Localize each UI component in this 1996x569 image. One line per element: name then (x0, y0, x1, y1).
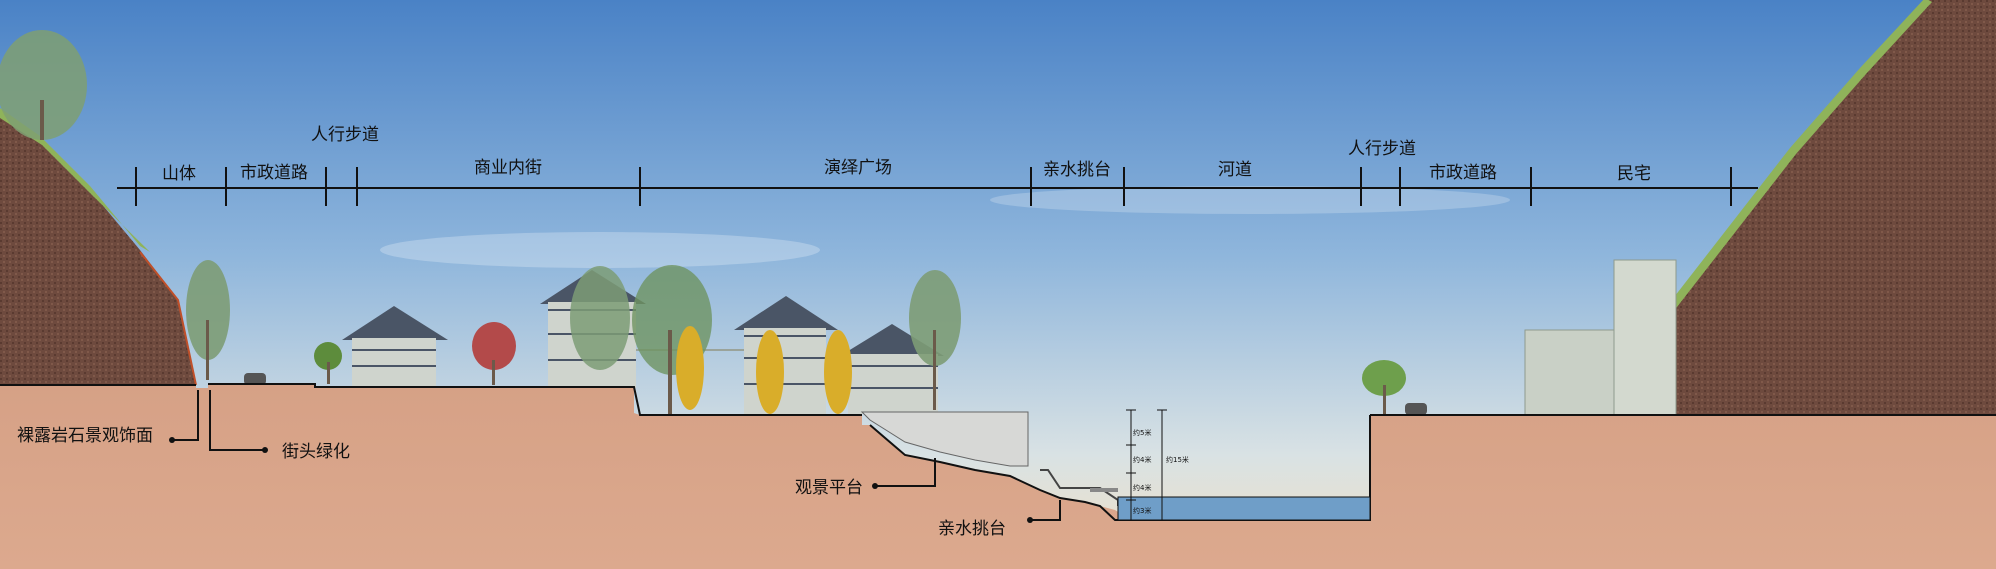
ground-edge (0, 383, 1996, 416)
rock-face-edge (139, 251, 197, 386)
depth-label: 约3米 (1133, 506, 1151, 515)
total-height-label: 约15米 (1166, 455, 1189, 464)
zone-bar: 山体 市政道路 人行步道 商业内街 演绎广场 亲水挑台 河道 人行步道 市政道路… (117, 125, 1758, 206)
callout-viewing-platform: 观景平台 (795, 478, 863, 498)
zone-commercial-street: 商业内街 (474, 158, 542, 178)
zone-waterfront-platform: 亲水挑台 (1043, 160, 1111, 180)
left-mountain (0, 112, 196, 385)
zone-sidewalk-left: 人行步道 (311, 125, 379, 145)
residence-building (1613, 259, 1677, 416)
ground-soil (0, 384, 1996, 569)
depth-label: 约5米 (1133, 428, 1151, 437)
cloud (990, 186, 1510, 214)
depth-label: 约4米 (1133, 455, 1151, 464)
residence-building (1524, 329, 1618, 416)
zone-performance-plaza: 演绎广场 (824, 158, 892, 178)
zone-road-right: 市政道路 (1429, 163, 1497, 183)
callout-street-green: 街头绿化 (282, 442, 350, 462)
zone-river: 河道 (1218, 160, 1252, 180)
callout-waterfront-platform: 亲水挑台 (938, 519, 1006, 539)
depth-dimensions: 约5米 约4米 约4米 约3米 约15米 (1126, 409, 1189, 521)
depth-label: 约4米 (1133, 483, 1151, 492)
stepped-terrace (860, 411, 1029, 467)
stair-edge (869, 424, 1130, 521)
callouts: 裸露岩石景观饰面 街头绿化 观景平台 亲水挑台 (17, 390, 1061, 539)
waterfront-platform-deck (1090, 488, 1118, 492)
commercial-building (342, 306, 448, 386)
zone-residence: 民宅 (1617, 164, 1651, 184)
plaza-building (734, 296, 838, 414)
zone-mountain: 山体 (162, 164, 196, 184)
river-water (1117, 496, 1371, 521)
right-mountain (1586, 0, 1996, 415)
zone-road-left: 市政道路 (240, 163, 308, 183)
trees (0, 30, 1406, 415)
callout-rock-face: 裸露岩石景观饰面 (17, 426, 153, 446)
cloud (380, 232, 820, 268)
car (1405, 403, 1427, 415)
car (244, 373, 266, 385)
zone-sidewalk-right: 人行步道 (1348, 139, 1416, 159)
